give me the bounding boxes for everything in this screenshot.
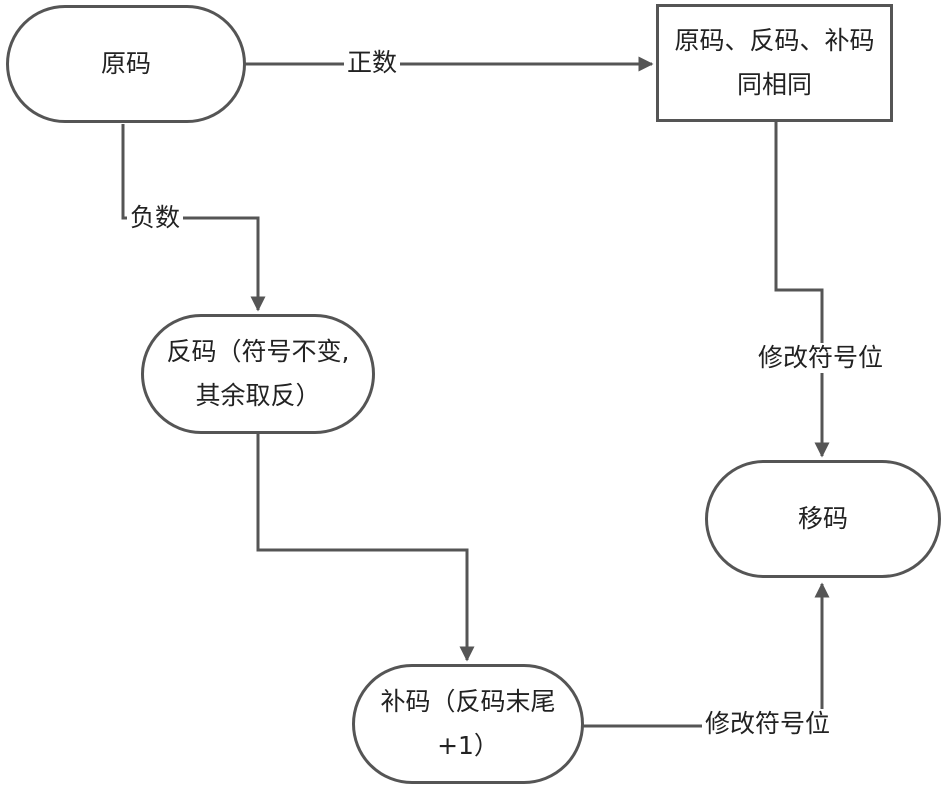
node-buma: 补码（反码末尾 +1） <box>352 664 584 784</box>
edge-negative <box>121 124 266 312</box>
node-fanma-line1: 反码（符号不变, <box>166 337 350 366</box>
node-buma-line1: 补码（反码末尾 <box>380 687 556 716</box>
edge-label-modify-sign-right: 修改符号位 <box>755 343 887 373</box>
node-fanma-line2: 其余取反） <box>195 381 321 410</box>
node-fanma: 反码（符号不变, 其余取反） <box>141 314 375 434</box>
edge-label-negative: 负数 <box>127 203 184 233</box>
node-yima-label: 移码 <box>797 504 848 533</box>
node-same-line2: 同相同 <box>736 70 812 99</box>
node-yima: 移码 <box>705 460 941 578</box>
node-same: 原码、反码、补码 同相同 <box>656 4 893 122</box>
node-same-line1: 原码、反码、补码 <box>674 26 875 55</box>
edge-buma-to-yima <box>580 582 830 728</box>
edge-label-modify-sign-bottom: 修改符号位 <box>702 709 834 739</box>
node-yuanma-label: 原码 <box>100 49 151 78</box>
edge-fanma-to-buma <box>256 434 475 662</box>
node-buma-line2: +1） <box>437 731 499 760</box>
edge-label-positive: 正数 <box>344 48 401 78</box>
node-yuanma: 原码 <box>6 5 246 123</box>
edge-same-to-yima <box>774 121 830 458</box>
